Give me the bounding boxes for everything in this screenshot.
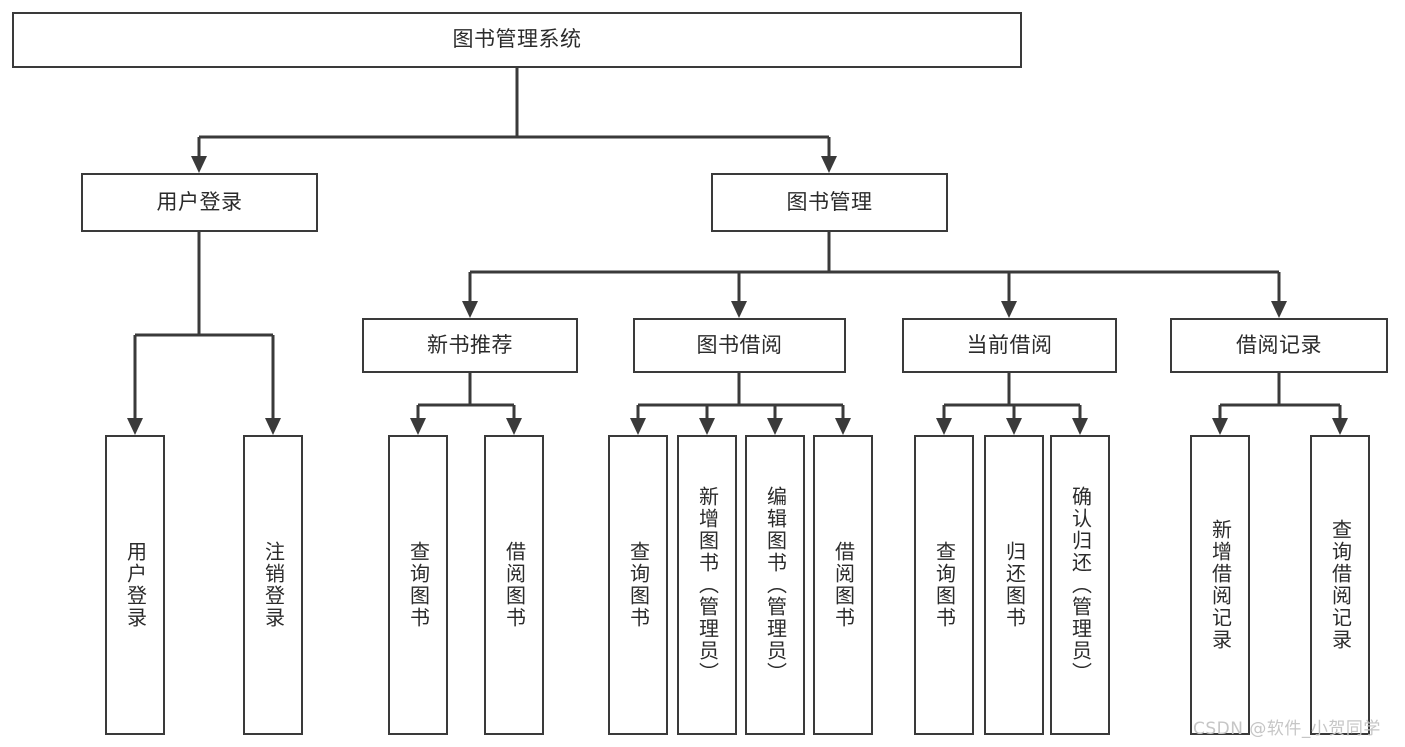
node-leaf-logout-login-label: 注销登录	[261, 541, 286, 629]
node-new-book-recommend-label: 新书推荐	[427, 332, 513, 357]
node-leaf-return-book[interactable]: 归还图书	[984, 435, 1044, 735]
node-user-login[interactable]: 用户登录	[81, 173, 318, 232]
node-root-title[interactable]: 图书管理系统	[12, 12, 1022, 68]
connector-book-manage-branch-3-arrowhead	[1271, 301, 1287, 318]
connector-root-branch-0-arrowhead	[191, 156, 207, 173]
node-new-book-recommend[interactable]: 新书推荐	[362, 318, 578, 373]
connector-group-new-book-recommend-branch-1-arrowhead	[506, 418, 522, 435]
node-leaf-borrow-book-2[interactable]: 借阅图书	[813, 435, 873, 735]
node-leaf-confirm-return-admin[interactable]: 确认归还（管理员）	[1050, 435, 1110, 735]
node-leaf-query-book-3[interactable]: 查询图书	[914, 435, 974, 735]
node-leaf-query-borrow-record[interactable]: 查询借阅记录	[1310, 435, 1370, 735]
connector-root-branch-1-arrowhead	[821, 156, 837, 173]
node-leaf-edit-book-admin-label: 编辑图书（管理员）	[763, 486, 788, 684]
connector-user-login-branch-0-arrowhead	[127, 418, 143, 435]
node-leaf-query-book-1[interactable]: 查询图书	[388, 435, 448, 735]
connector-user-login-branch-1-arrowhead	[265, 418, 281, 435]
connector-group-current-borrow-branch-1-arrowhead	[1006, 418, 1022, 435]
node-leaf-query-book-1-label: 查询图书	[406, 541, 431, 629]
node-leaf-borrow-book-1-label: 借阅图书	[502, 541, 527, 629]
node-root-title-label: 图书管理系统	[452, 27, 582, 52]
node-user-login-label: 用户登录	[156, 189, 243, 214]
connector-group-current-borrow-branch-0-arrowhead	[936, 418, 952, 435]
node-leaf-return-book-label: 归还图书	[1002, 541, 1027, 629]
connector-group-borrow-record-branch-0-arrowhead	[1212, 418, 1228, 435]
node-leaf-borrow-book-2-label: 借阅图书	[831, 541, 856, 629]
node-book-borrow-label: 图书借阅	[696, 332, 783, 357]
node-leaf-add-book-admin-label: 新增图书（管理员）	[695, 486, 720, 684]
node-leaf-confirm-return-admin-label: 确认归还（管理员）	[1068, 486, 1093, 684]
connector-book-manage-branch-0-arrowhead	[462, 301, 478, 318]
node-book-manage[interactable]: 图书管理	[711, 173, 948, 232]
node-leaf-edit-book-admin[interactable]: 编辑图书（管理员）	[745, 435, 805, 735]
node-borrow-record-label: 借阅记录	[1236, 332, 1322, 357]
node-leaf-add-borrow-record-label: 新增借阅记录	[1208, 519, 1233, 651]
connector-group-book-borrow-branch-2-arrowhead	[767, 418, 783, 435]
node-book-borrow[interactable]: 图书借阅	[633, 318, 846, 373]
connector-group-book-borrow-branch-0-arrowhead	[630, 418, 646, 435]
node-leaf-query-borrow-record-label: 查询借阅记录	[1328, 519, 1353, 651]
connector-group-book-borrow-branch-3-arrowhead	[835, 418, 851, 435]
connector-book-manage-branch-1-arrowhead	[731, 301, 747, 318]
node-current-borrow-label: 当前借阅	[966, 332, 1053, 357]
connector-group-new-book-recommend-branch-0-arrowhead	[410, 418, 426, 435]
node-book-manage-label: 图书管理	[786, 189, 873, 214]
connector-group-borrow-record-branch-1-arrowhead	[1332, 418, 1348, 435]
node-leaf-user-login-label: 用户登录	[123, 541, 148, 629]
connector-group-book-borrow-branch-1-arrowhead	[699, 418, 715, 435]
node-borrow-record[interactable]: 借阅记录	[1170, 318, 1388, 373]
node-leaf-query-book-2-label: 查询图书	[626, 541, 651, 629]
connector-group-current-borrow-branch-2-arrowhead	[1072, 418, 1088, 435]
connector-book-manage-branch-2-arrowhead	[1001, 301, 1017, 318]
node-leaf-user-login[interactable]: 用户登录	[105, 435, 165, 735]
node-leaf-query-book-2[interactable]: 查询图书	[608, 435, 668, 735]
node-leaf-add-borrow-record[interactable]: 新增借阅记录	[1190, 435, 1250, 735]
node-leaf-query-book-3-label: 查询图书	[932, 541, 957, 629]
node-leaf-add-book-admin[interactable]: 新增图书（管理员）	[677, 435, 737, 735]
node-current-borrow[interactable]: 当前借阅	[902, 318, 1117, 373]
node-leaf-logout-login[interactable]: 注销登录	[243, 435, 303, 735]
node-leaf-borrow-book-1[interactable]: 借阅图书	[484, 435, 544, 735]
